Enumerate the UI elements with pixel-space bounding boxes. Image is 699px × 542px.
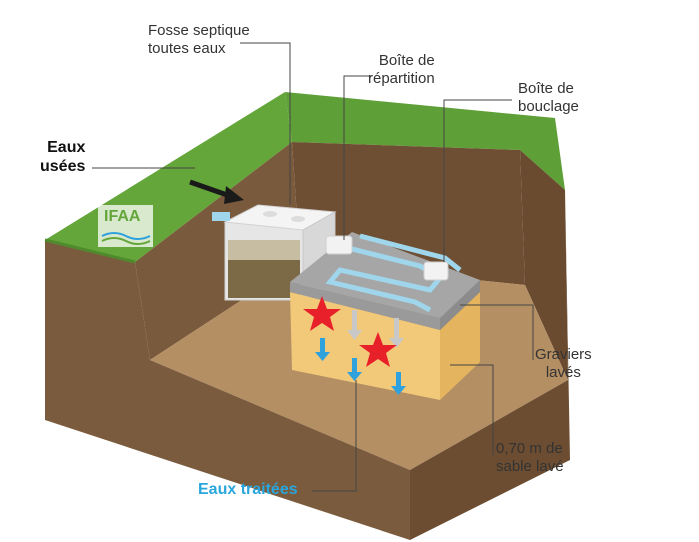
ifaa-logo-text: IFAA (104, 208, 141, 225)
inlet-pipe (212, 212, 230, 221)
label-boite-repartition: Boîte de répartition (368, 52, 435, 88)
pit-wall-right (520, 150, 568, 380)
pit-wall-left (135, 142, 300, 360)
gravel-flow-arrows (347, 310, 404, 348)
label-graviers-line-2: lavés (545, 364, 581, 381)
soil-front-left (45, 240, 410, 540)
spreading-pipes (325, 233, 462, 313)
tank-hatch-2 (291, 216, 305, 222)
label-eaux-traitees: Eaux traitées (198, 481, 298, 498)
label-sable: 0,70 m de sable lavé (496, 440, 564, 476)
label-repartition-line-2: répartition (368, 70, 435, 87)
leader-lines (92, 42, 534, 492)
tank-hatch-1 (263, 211, 277, 217)
label-graviers: Graviers lavés (535, 346, 592, 382)
red-star-1 (303, 296, 341, 331)
treated-water-arrows (315, 338, 406, 395)
label-repartition-line-1: Boîte de (378, 52, 435, 69)
label-eaux-usees-line-2: usées (40, 158, 86, 175)
tank-water (228, 240, 300, 260)
label-bouclage-line-2: bouclage (518, 98, 579, 115)
label-boite-bouclage: Boîte de bouclage (518, 80, 579, 116)
label-fosse-line-1: Fosse septique (148, 22, 250, 39)
grass-edge (44, 238, 136, 264)
label-fosse-line-2: toutes eaux (148, 40, 226, 57)
label-graviers-line-1: Graviers (535, 346, 592, 363)
gravel-front (290, 282, 440, 330)
red-star-2 (359, 332, 397, 367)
filter-bed (290, 232, 480, 400)
distribution-box (325, 235, 353, 255)
grass-right-side (285, 92, 565, 190)
ifaa-logo (98, 205, 153, 247)
label-bouclage-line-1: Boîte de (518, 80, 574, 97)
inflow-arrow (189, 179, 244, 204)
label-sable-line-2: sable lavé (496, 458, 564, 475)
loop-box (423, 261, 449, 281)
label-eaux-usees-line-1: Eaux (47, 139, 86, 156)
label-eaux-usees: Eaux usées (40, 138, 85, 176)
sand-right (440, 292, 480, 400)
tank-sludge (228, 258, 300, 298)
label-fosse-septique: Fosse septique toutes eaux (148, 22, 250, 58)
soil-front-right (410, 190, 570, 540)
label-sable-line-1: 0,70 m de (496, 440, 563, 457)
